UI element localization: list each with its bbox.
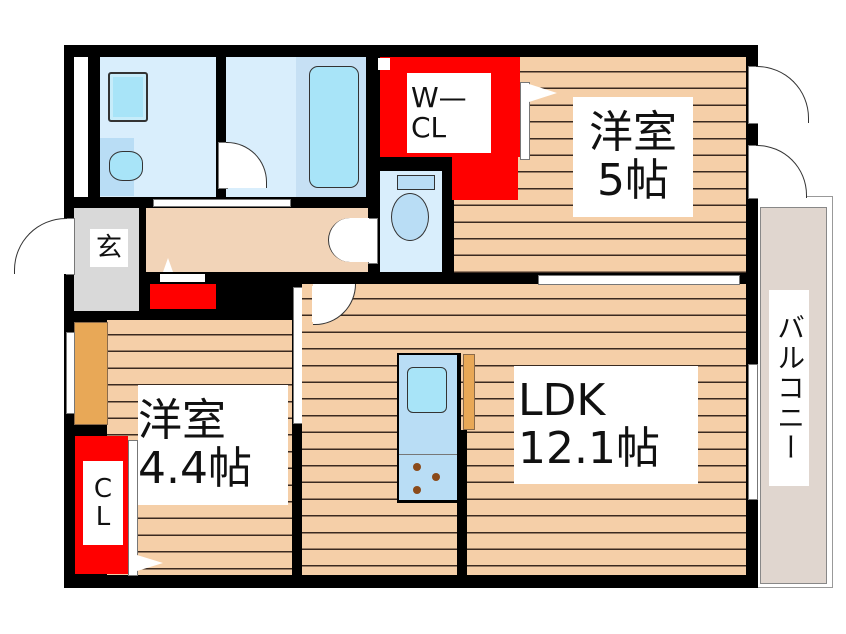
ldk-label: LDK 12.1帖	[514, 366, 698, 484]
kitchen-wall	[457, 430, 467, 576]
burner-icon	[432, 473, 440, 481]
closet-door[interactable]	[128, 440, 138, 576]
walk-in-closet-label: W— CL	[407, 73, 491, 153]
wcl-door[interactable]	[520, 82, 530, 160]
door-swing-icon	[14, 218, 67, 274]
burner-icon	[413, 463, 421, 471]
kitchen-shelf	[463, 354, 475, 430]
entrance-label: 玄	[90, 229, 128, 267]
stove-icon	[399, 454, 457, 500]
toilet-door[interactable]	[368, 218, 378, 264]
bathtub-icon	[309, 66, 359, 188]
sliding-door[interactable]	[153, 199, 291, 207]
burner-icon	[413, 486, 421, 494]
washbasin-icon	[108, 72, 148, 122]
wcl-small-box	[378, 58, 390, 70]
shoe-cabinet	[150, 284, 216, 309]
door-swing-icon	[328, 218, 369, 262]
door-swing-icon	[756, 66, 809, 123]
closet-arrow-icon	[137, 555, 163, 571]
window-ldk-balcony[interactable]	[748, 364, 758, 500]
wcl-door-arrow-icon	[529, 84, 557, 102]
window-left[interactable]	[74, 57, 88, 197]
counter-shelf	[74, 322, 108, 425]
toilet-bowl-icon	[391, 193, 429, 241]
window-west-room[interactable]	[66, 332, 75, 414]
washing-machine-drum-icon	[109, 151, 143, 181]
closet-label: C L	[83, 461, 123, 545]
sliding-door-room5[interactable]	[538, 275, 740, 285]
arrow-icon	[163, 258, 173, 272]
western-room-5-label: 洋室 5帖	[573, 97, 693, 217]
walk-in-closet-lower	[452, 150, 518, 200]
toilet-tank-icon	[397, 175, 435, 190]
entrance-door[interactable]	[66, 218, 75, 275]
balcony-label: バルコニー	[769, 290, 809, 486]
shoe-cabinet-door[interactable]	[160, 274, 205, 282]
sink-icon	[407, 367, 447, 413]
western-room-44-label: 洋室 4.4帖	[138, 385, 288, 505]
door-swing-icon	[756, 145, 807, 198]
